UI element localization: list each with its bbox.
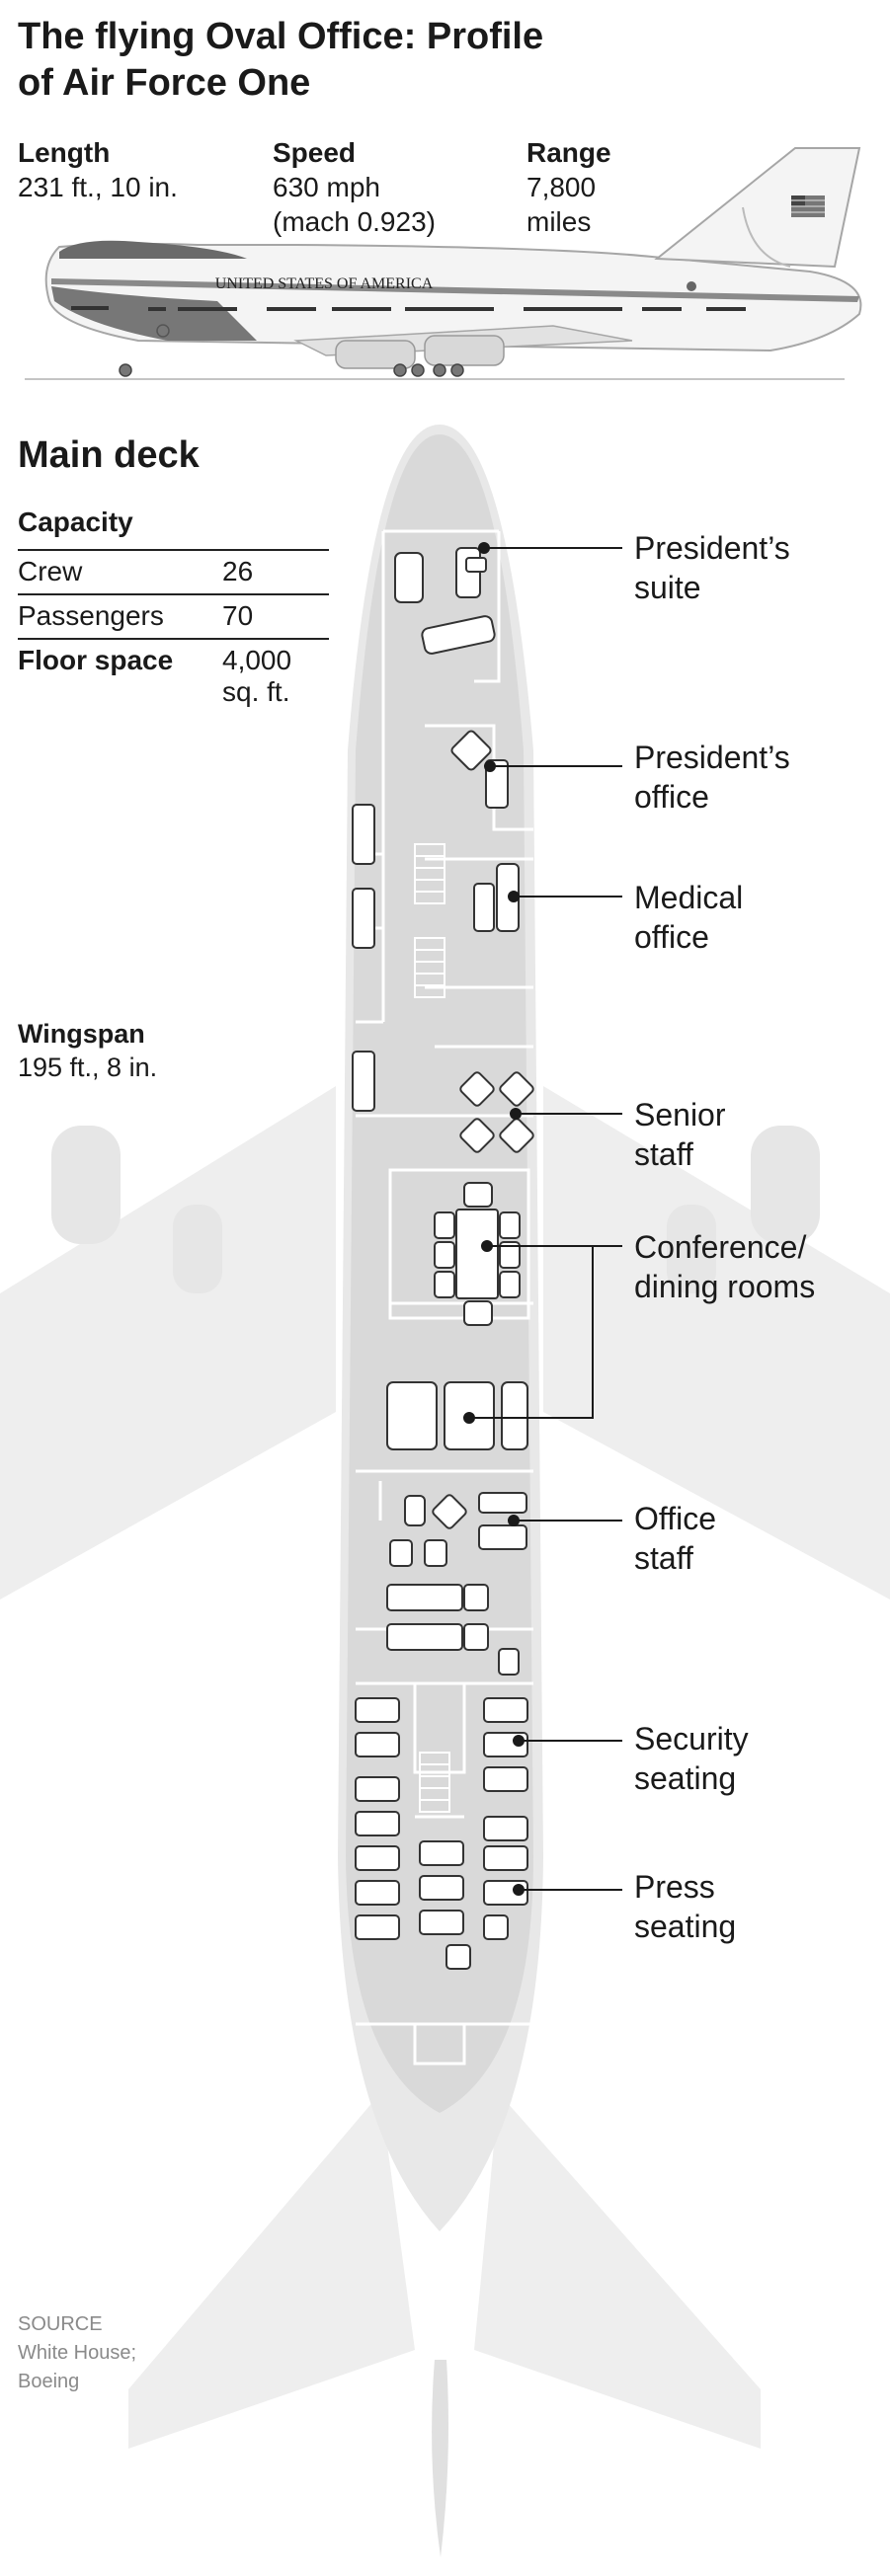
callout-leaders bbox=[463, 542, 622, 1896]
divider bbox=[18, 638, 329, 640]
capacity-title: Capacity bbox=[18, 507, 133, 537]
stat-label: Speed bbox=[273, 137, 357, 168]
divider bbox=[18, 593, 329, 595]
wingspan-label: Wingspan bbox=[18, 1019, 145, 1049]
source-line: Boeing bbox=[18, 2371, 80, 2392]
callout-conference-dining: Conference/dining rooms bbox=[634, 1229, 816, 1304]
stat-value-2: miles bbox=[526, 206, 592, 237]
stat-value: 7,800 bbox=[526, 172, 597, 202]
source-note: SOURCE White House; Boeing bbox=[18, 2310, 136, 2396]
capacity-row-crew: Crew 26 bbox=[18, 551, 329, 594]
capacity-row-floor-space: Floor space 4,000 sq. ft. bbox=[18, 640, 329, 719]
wingspan-value: 195 ft., 8 in. bbox=[18, 1053, 158, 1082]
capacity-value-2: sq. ft. bbox=[222, 676, 290, 707]
capacity-label: Passengers bbox=[18, 600, 164, 631]
capacity-value: 70 bbox=[222, 600, 254, 631]
page-title: The flying Oval Office: Profile of Air F… bbox=[18, 16, 544, 104]
capacity-row-passengers: Passengers 70 bbox=[18, 595, 329, 639]
fuselage-text: UNITED STATES OF AMERICA bbox=[215, 275, 434, 292]
stat-value: 231 ft., 10 in. bbox=[18, 172, 178, 202]
stat-length: Length 231 ft., 10 in. bbox=[18, 136, 178, 204]
stat-speed: Speed 630 mph (mach 0.923) bbox=[273, 136, 436, 239]
stat-label: Range bbox=[526, 137, 611, 168]
stat-label: Length bbox=[18, 137, 111, 168]
stat-range: Range 7,800 miles bbox=[526, 136, 611, 239]
deck-plan-diagram bbox=[0, 425, 890, 2557]
source-line: White House; bbox=[18, 2342, 137, 2364]
divider bbox=[18, 549, 329, 551]
capacity-label: Crew bbox=[18, 556, 83, 586]
source-label: SOURCE bbox=[18, 2313, 103, 2335]
capacity-value: 4,000 bbox=[222, 645, 292, 675]
wingspan-stat: Wingspan 195 ft., 8 in. bbox=[18, 1017, 157, 1084]
flag-icon bbox=[791, 195, 825, 217]
stat-value: 630 mph bbox=[273, 172, 380, 202]
capacity-value: 26 bbox=[222, 556, 254, 586]
stat-value-2: (mach 0.923) bbox=[273, 206, 436, 237]
main-deck-title: Main deck bbox=[18, 434, 200, 476]
plane-side-profile: UNITED STATES OF AMERICA bbox=[25, 147, 862, 380]
capacity-label: Floor space bbox=[18, 645, 174, 675]
